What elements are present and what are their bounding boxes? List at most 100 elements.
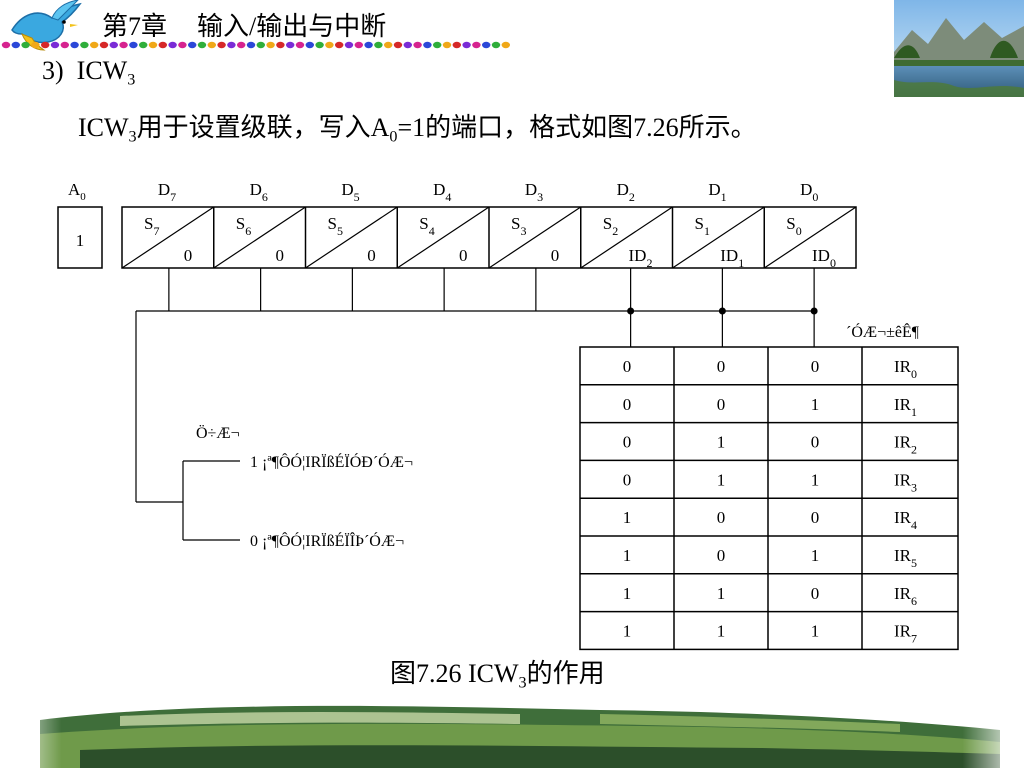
bead (246, 41, 256, 49)
caption-prefix: 图7.26 ICW (390, 659, 519, 688)
bit-value-7: ID0 (812, 246, 836, 270)
table-cell: 0 (811, 508, 820, 527)
bead (60, 41, 69, 49)
bit-slave-label-3: S3 (511, 214, 526, 238)
bit-header-4: D4 (433, 180, 451, 204)
bead (452, 41, 461, 49)
table-cell: 0 (811, 433, 820, 452)
table-ir-cell: IR1 (894, 395, 917, 419)
bead (364, 41, 373, 49)
bead (11, 41, 20, 49)
bead (168, 41, 177, 49)
slave-id-heading: ´ÓÆ¬±êÊ¶ (846, 322, 920, 341)
intro-word: ICW (78, 113, 129, 142)
bead (119, 41, 128, 49)
table-ir-cell: IR2 (894, 433, 917, 457)
wiring (135, 268, 818, 541)
table-cell: 1 (811, 395, 820, 414)
bit-slave-label-0: S0 (786, 214, 801, 238)
chapter-number: 第7章 (102, 12, 168, 41)
master-heading: Ö÷Æ¬ (196, 424, 240, 442)
bit-value-6: ID1 (720, 246, 744, 270)
bead (286, 41, 295, 49)
option-one-label: 1 ¡ª¶ÔÓ¦IRÏßÉÏÓÐ´ÓÆ¬ (250, 452, 413, 471)
a0-value: 1 (76, 231, 85, 250)
bead (90, 41, 99, 49)
section-number: 3) (42, 56, 64, 85)
bead (335, 41, 344, 49)
intro-text-b: =1的端口，格式如图7.26所示。 (397, 113, 757, 142)
bead (423, 41, 432, 49)
bead (472, 41, 481, 49)
caption-subscript: 3 (518, 674, 527, 692)
bead (403, 41, 412, 49)
bit-value-4: 0 (551, 246, 560, 265)
table-ir-cell: IR0 (894, 357, 917, 381)
table-cell: 0 (717, 395, 726, 414)
bit-slave-label-6: S6 (236, 214, 251, 238)
table-cell: 1 (811, 546, 820, 565)
bead (276, 41, 285, 49)
bead (305, 41, 314, 49)
bead (393, 41, 403, 49)
caption-suffix: 的作用 (526, 659, 605, 688)
junction-dot (810, 307, 818, 315)
bead (237, 41, 246, 49)
bit-diagonal (305, 206, 398, 269)
bead-divider (1, 41, 510, 49)
bit-diagonal (213, 206, 306, 269)
table-cell: 1 (623, 622, 632, 641)
table-cell: 1 (717, 433, 726, 452)
bit-diagonal (121, 206, 215, 269)
chapter-name: 输入/输出与中断 (197, 12, 387, 41)
bit-slave-label-2: S2 (603, 214, 618, 238)
bit-slave-label-7: S7 (144, 214, 159, 238)
table-cell: 0 (623, 433, 632, 452)
bead (70, 41, 79, 49)
footer-decoration (0, 690, 1024, 768)
bead (256, 41, 265, 49)
bead (344, 41, 354, 49)
bead (491, 41, 501, 49)
table-cell: 0 (623, 470, 632, 489)
bead (197, 41, 207, 49)
bead (413, 41, 422, 49)
bead (99, 41, 109, 49)
table-cell: 0 (717, 546, 726, 565)
bead (384, 41, 393, 49)
bead (139, 41, 148, 49)
table-cell: 1 (811, 622, 820, 641)
bead (31, 41, 40, 49)
bit-value-1: 0 (276, 246, 285, 265)
bead (207, 41, 216, 49)
chapter-title: 第7章输入/输出与中断 (102, 12, 386, 42)
intro-sentence: ICW3用于设置级联，写入A0=1的端口，格式如图7.26所示。 (78, 110, 757, 146)
bead (148, 41, 158, 49)
bit-header-3: D3 (525, 180, 543, 204)
bead (158, 41, 167, 49)
bead (442, 41, 452, 49)
bead (80, 41, 89, 49)
bit-value-3: 0 (459, 246, 468, 265)
bead (227, 41, 236, 49)
bead (462, 41, 471, 49)
bead (374, 41, 383, 49)
bit-slave-label-1: S1 (695, 214, 710, 238)
landscape-photo (894, 0, 1024, 97)
table-cell: 0 (811, 584, 820, 603)
bead (433, 41, 442, 49)
table-ir-cell: IR3 (894, 470, 917, 494)
bit-diagonal (580, 206, 673, 269)
bit-value-5: ID2 (629, 246, 653, 270)
bit-slave-label-4: S4 (419, 214, 434, 238)
table-cell: 0 (623, 395, 632, 414)
bit-slave-label-5: S5 (328, 214, 343, 238)
bit-header-5: D5 (341, 180, 359, 204)
table-cell: 0 (717, 357, 726, 376)
bit-header-1: D1 (708, 180, 726, 204)
bead (129, 41, 138, 49)
bit-diagonal (396, 206, 490, 269)
bead (188, 41, 197, 49)
